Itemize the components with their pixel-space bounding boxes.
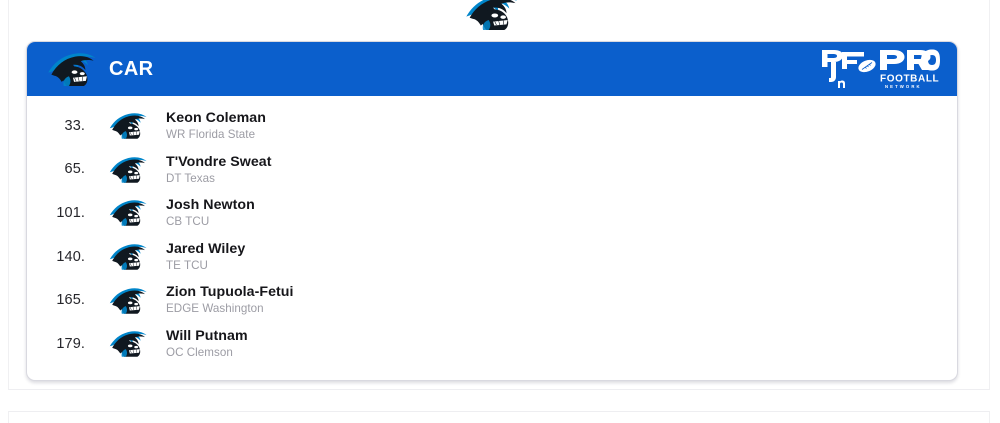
player-position-school: CB TCU [166, 215, 210, 229]
pick-info: Josh Newton CB TCU [166, 197, 255, 228]
player-position-school: TE TCU [166, 258, 208, 272]
pick-info: Keon Coleman WR Florida State [166, 110, 266, 141]
page-container-frame [8, 0, 990, 390]
pick-number: 65. [64, 161, 85, 178]
card-header: CAR [27, 42, 957, 96]
carolina-panthers-logo-icon [109, 330, 149, 357]
carolina-panthers-logo-icon [464, 0, 520, 30]
table-row[interactable]: 140. Jared Wiley TE TCU [27, 235, 957, 279]
carolina-panthers-logo-icon [109, 287, 149, 314]
player-position-school: DT Texas [166, 171, 215, 185]
table-row[interactable]: 33. Keon Coleman WR Florida [27, 104, 957, 148]
table-row[interactable]: 165. Zion Tupuola-Fetui EDG [27, 278, 957, 322]
pro-football-network-logo-icon: FOOTBALL NETWORK [819, 47, 941, 91]
svg-text:FOOTBALL: FOOTBALL [880, 74, 939, 85]
team-draft-card: CAR [26, 41, 958, 381]
pick-number: 101. [56, 204, 85, 221]
draft-pick-list: 33. Keon Coleman WR Florida [27, 96, 957, 366]
table-row[interactable]: 101. Josh Newton CB TCU [27, 191, 957, 235]
carolina-panthers-logo-icon [109, 243, 149, 270]
carolina-panthers-logo-icon [109, 199, 149, 227]
table-row[interactable]: 65. T'Vondre Sweat DT Texas [27, 148, 957, 192]
player-name: Will Putnam [166, 328, 248, 345]
player-name: T'Vondre Sweat [166, 153, 272, 170]
player-name: Josh Newton [166, 197, 255, 214]
pick-info: T'Vondre Sweat DT Texas [166, 154, 272, 185]
table-row[interactable]: 179. Will Putnam OC Clemson [27, 322, 957, 366]
pick-number: 33. [64, 117, 85, 134]
pick-info: Zion Tupuola-Fetui EDGE Washington [166, 284, 294, 315]
pick-number: 165. [56, 292, 85, 309]
player-name: Keon Coleman [166, 110, 266, 127]
player-name: Zion Tupuola-Fetui [166, 284, 294, 301]
player-position-school: OC Clemson [166, 346, 233, 360]
carolina-panthers-logo-icon [109, 156, 149, 183]
player-position-school: WR Florida State [166, 128, 256, 142]
carolina-panthers-logo-icon [109, 112, 149, 139]
player-position-school: EDGE Washington [166, 302, 264, 316]
carolina-panthers-logo-icon [47, 52, 99, 86]
pick-number: 179. [56, 335, 85, 352]
svg-text:NETWORK: NETWORK [885, 84, 922, 89]
team-abbreviation: CAR [109, 58, 154, 80]
pick-info: Jared Wiley TE TCU [166, 241, 245, 272]
page-container-frame-secondary [8, 411, 990, 423]
pick-info: Will Putnam OC Clemson [166, 328, 248, 359]
player-name: Jared Wiley [166, 240, 246, 257]
pick-number: 140. [56, 248, 85, 265]
